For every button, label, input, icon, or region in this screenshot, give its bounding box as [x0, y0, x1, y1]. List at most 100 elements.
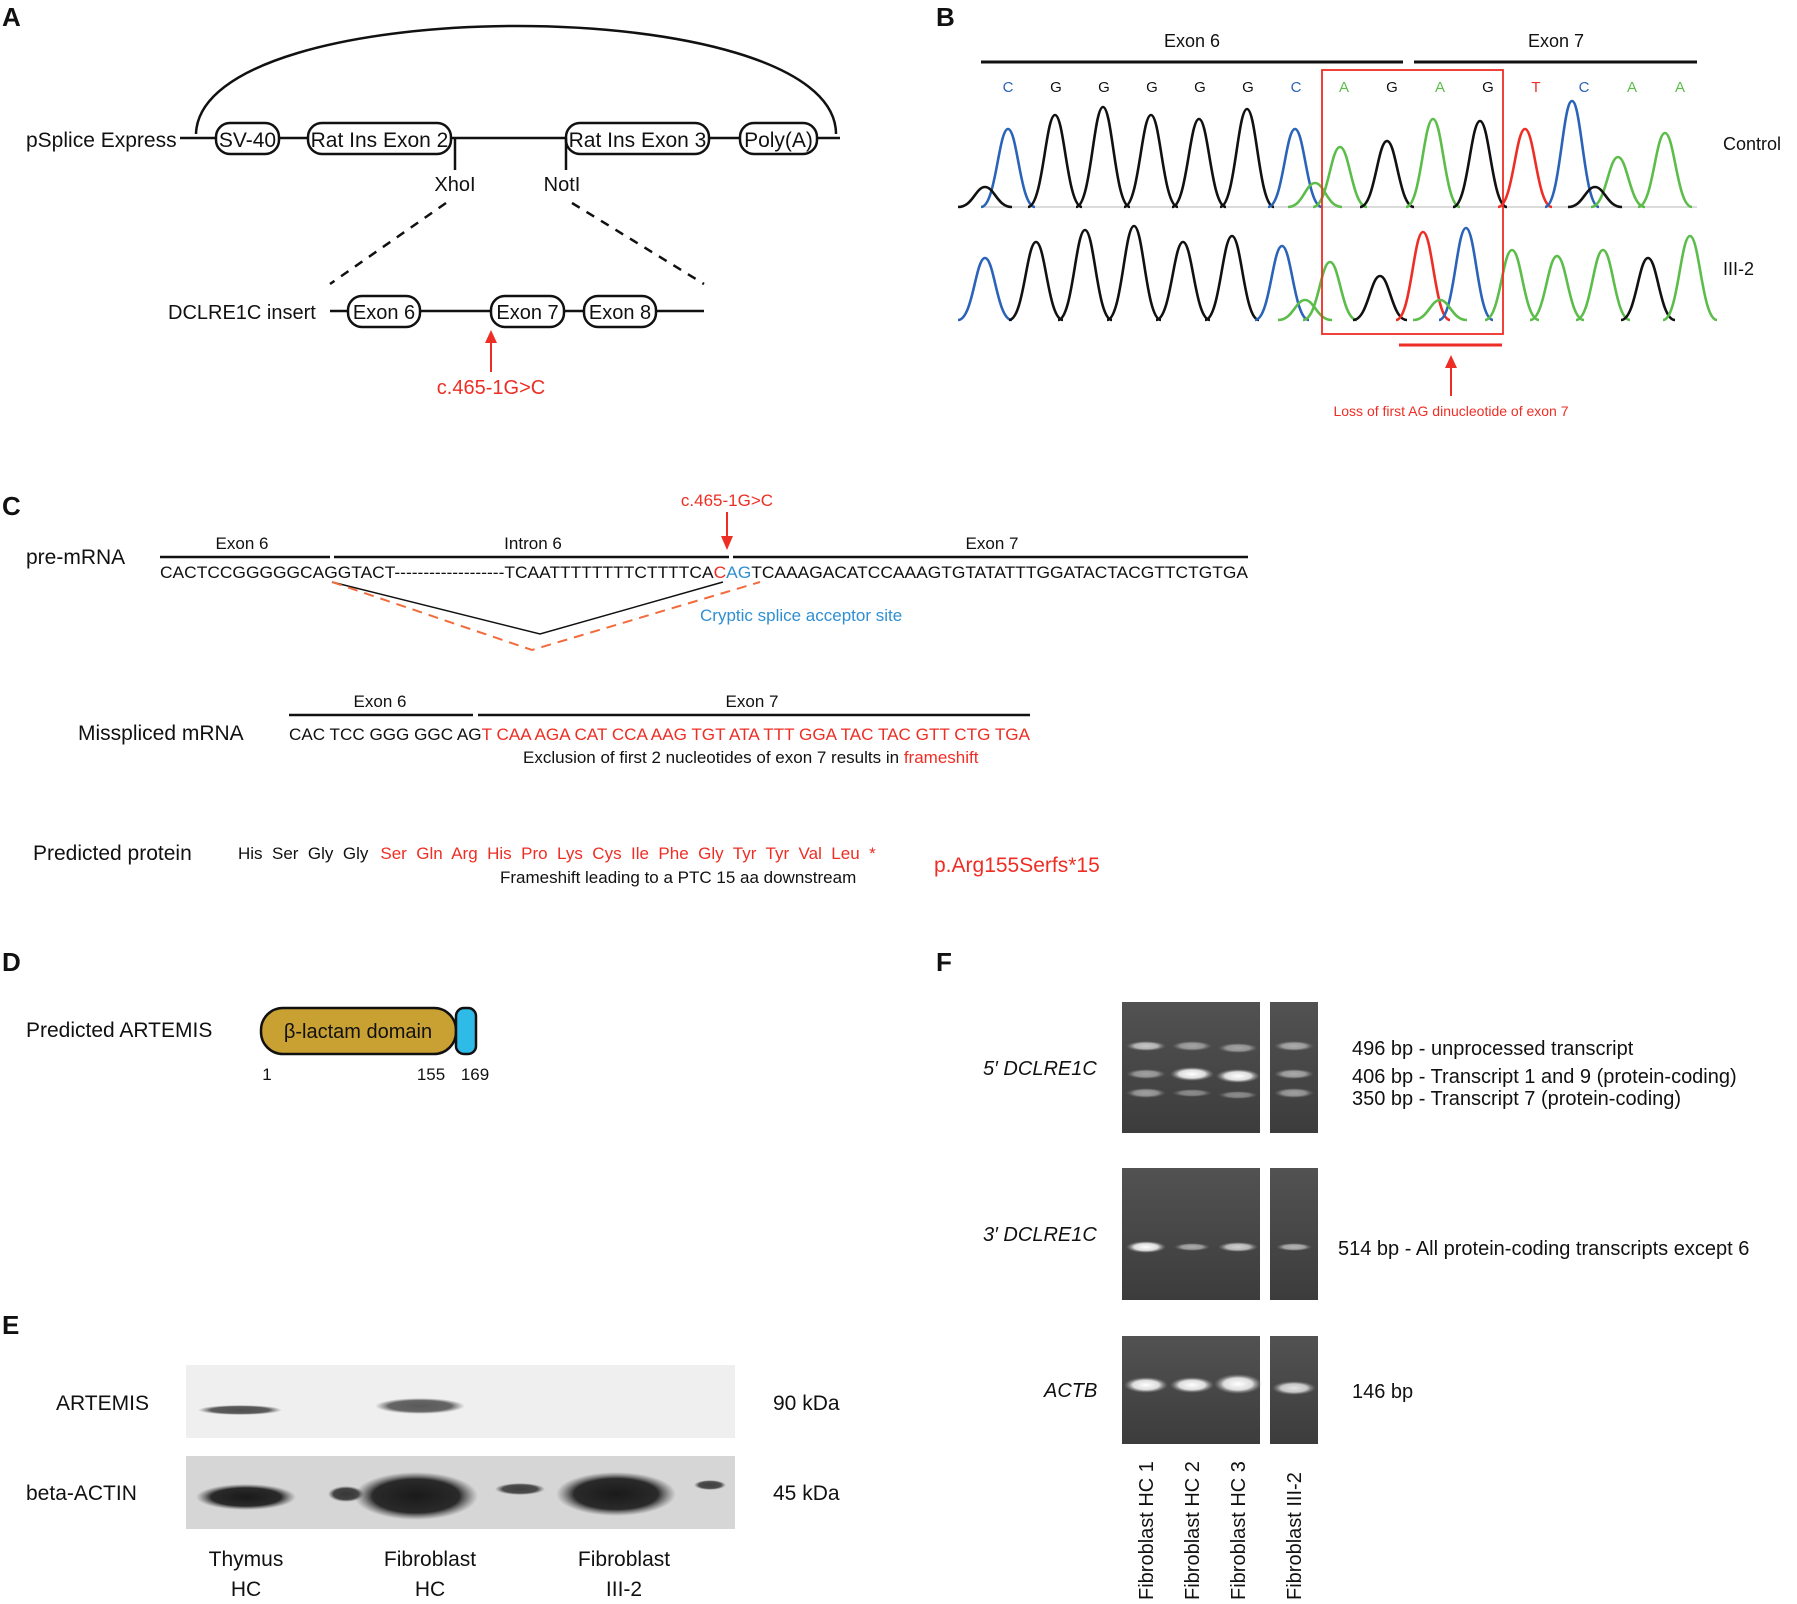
- wb-actin-band-fibroblast-iii2: [556, 1472, 676, 1516]
- gel2-label: 3′ DCLRE1C: [983, 1224, 1097, 1246]
- chromatogram-peak: [980, 127, 1036, 209]
- ag-loss-note: Loss of first AG dinucleotide of exon 7: [1333, 403, 1568, 419]
- pre-seq-mutated-base: C: [714, 563, 727, 582]
- splice-arc: [194, 24, 838, 135]
- base-call: A: [1675, 79, 1685, 96]
- gel1-hc2-band-406: [1170, 1067, 1214, 1081]
- trace-row-patient-label: III-2: [1723, 259, 1754, 279]
- pos-start: 1: [262, 1065, 271, 1084]
- pre-intron6-label: Intron 6: [504, 534, 562, 553]
- insert-exon6-label: Exon 6: [353, 302, 415, 324]
- gel2-hc2-band: [1174, 1243, 1210, 1251]
- xhoi-label: XhoI: [434, 174, 475, 196]
- gel1-iii2-band-406: [1274, 1069, 1314, 1079]
- rat-ins-exon3-label: Rat Ins Exon 3: [569, 129, 707, 152]
- gel1-hc2-band-496: [1172, 1041, 1212, 1051]
- mis-note: Exclusion of first 2 nucleotides of exon…: [523, 748, 979, 767]
- pre-mrna-label: pre-mRNA: [26, 546, 125, 569]
- artemis-label: Predicted ARTEMIS: [26, 1019, 212, 1042]
- base-call: C: [1291, 79, 1302, 96]
- gel2-main: [1122, 1168, 1260, 1300]
- base-call: G: [1242, 79, 1254, 96]
- wb-artemis-blot: [186, 1365, 735, 1438]
- mutation-label-c: c.465-1G>C: [681, 491, 773, 510]
- gel1-hc1-band-496: [1126, 1041, 1166, 1051]
- mutation-arrow-head: [485, 330, 497, 343]
- gel1-hc3-band-350: [1218, 1091, 1258, 1099]
- chromatogram-peak: [957, 185, 1013, 209]
- chromatogram-peak: [1544, 99, 1600, 209]
- gel2-hc1-band: [1126, 1241, 1166, 1253]
- protein-note: Frameshift leading to a PTC 15 aa downst…: [500, 868, 856, 887]
- rat-ins-exon2-label: Rat Ins Exon 2: [311, 129, 449, 152]
- chromatogram-peak: [1637, 131, 1693, 209]
- base-call: A: [1435, 79, 1445, 96]
- wb-kda-45: 45 kDa: [773, 1482, 840, 1505]
- wb-row-actin-label: beta-ACTIN: [26, 1482, 137, 1505]
- gel1-hc3-band-496: [1218, 1043, 1258, 1053]
- chromatogram-peak: [1395, 230, 1451, 322]
- chromatogram-peak: [1123, 113, 1179, 209]
- gel1-hc1-band-350: [1126, 1088, 1166, 1098]
- gel3-iii2-band: [1272, 1381, 1316, 1395]
- base-call: G: [1482, 79, 1494, 96]
- panel-e: E ARTEMIS beta-ACTIN 90 kDa 45 kDa Thymu…: [2, 1310, 840, 1601]
- pos-155: 155: [417, 1065, 445, 1084]
- rat-ins-exon2-box: [306, 121, 453, 156]
- protein-seq-normal: His Ser Gly Gly: [238, 844, 369, 863]
- wb-artemis-band-fibroblast-hc: [375, 1398, 465, 1414]
- insert-dash-right: [571, 201, 705, 286]
- gel-lane-iii2: Fibroblast III-2: [1284, 1472, 1306, 1600]
- gel1-hc3-band-406: [1216, 1069, 1260, 1083]
- base-call: A: [1627, 79, 1637, 96]
- gel1-hc2-band-350: [1172, 1089, 1212, 1097]
- wb-lane2-line1: Fibroblast: [384, 1548, 476, 1571]
- polya-label: Poly(A): [744, 129, 813, 152]
- cryptic-splice-line: [331, 581, 761, 652]
- noti-label: NotI: [544, 174, 581, 196]
- mis-exon6-label: Exon 6: [354, 692, 407, 711]
- chromatogram-peak: [1287, 181, 1343, 209]
- chromatogram-peak: [1529, 254, 1585, 322]
- mis-exon7-label: Exon 7: [726, 692, 779, 711]
- pre-seq-intron: GTACT-------------------TCAATTTTTTTTCTTT…: [338, 563, 715, 582]
- vector-label: pSplice Express: [26, 129, 177, 152]
- gel-lane-hc1: Fibroblast HC 1: [1136, 1461, 1158, 1600]
- trace-patient: [957, 224, 1718, 322]
- panel-label-a: A: [2, 2, 21, 32]
- chromatogram-peak: [1484, 248, 1540, 322]
- pre-seq-exon7: TCAAAGACATCCAAAGTGTATATTTGGATACTACGTTCTG…: [751, 563, 1248, 582]
- sv40-label: SV-40: [219, 129, 276, 152]
- chromatogram-peak: [1412, 298, 1468, 322]
- wb-row-artemis-label: ARTEMIS: [56, 1392, 149, 1415]
- chrom-exon6-label: Exon 6: [1164, 31, 1220, 51]
- pre-seq-exon6: CACTCCGGGGGCAG: [160, 563, 338, 582]
- panel-a: A pSplice Express SV-40 Rat Ins Exon 2 R…: [2, 2, 840, 399]
- insert-exon8-box: [582, 294, 658, 329]
- mutation-arrow-c-head: [721, 536, 733, 550]
- trace-row-control-label: Control: [1723, 134, 1781, 154]
- chromatogram-peak: [1027, 113, 1083, 209]
- gel1-iii2-band-496: [1274, 1041, 1314, 1051]
- base-call: G: [1098, 79, 1110, 96]
- base-call: C: [1579, 79, 1590, 96]
- gel1-label: 5′ DCLRE1C: [983, 1058, 1097, 1080]
- gel2-band-label: 514 bp - All protein-coding transcripts …: [1338, 1238, 1749, 1260]
- wb-actin-band-extra3: [694, 1480, 726, 1490]
- chromatogram-peak: [1575, 248, 1631, 322]
- mis-seq-black: CAC TCC GGG GGC AG: [289, 725, 482, 744]
- panel-f: F 5′ DCLRE1C 496 bp - unprocessed transc…: [936, 947, 1749, 1600]
- wb-actin-band-extra2: [495, 1483, 545, 1495]
- mis-seq-red: T CAA AGA CAT CCA AAG TGT ATA TTT GGA TA…: [482, 725, 1031, 744]
- beta-lactam-label: β-lactam domain: [284, 1021, 432, 1043]
- wb-lane3-line1: Fibroblast: [578, 1548, 670, 1571]
- pre-exon6-label: Exon 6: [216, 534, 269, 553]
- polya-box: [738, 121, 819, 156]
- chromatogram-peak: [957, 256, 1013, 322]
- gel3-label: ACTB: [1043, 1380, 1097, 1402]
- base-call: C: [1003, 79, 1014, 96]
